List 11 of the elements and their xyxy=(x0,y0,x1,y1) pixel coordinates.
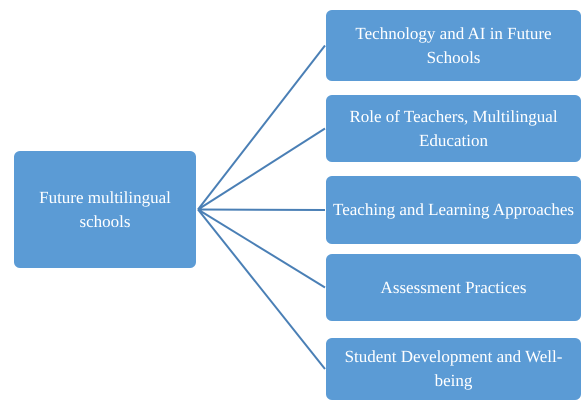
connector-line xyxy=(197,208,326,370)
topic-box: Teaching and Learning Approaches xyxy=(326,176,581,244)
connector-line xyxy=(197,208,326,288)
topic-box: Role of Teachers, Multilingual Education xyxy=(326,95,581,162)
connector-line xyxy=(198,208,325,211)
topic-box: Student Development and Well-being xyxy=(326,338,581,400)
topic-box: Technology and AI in Future Schools xyxy=(326,10,581,81)
topic-box: Future multilingual schools xyxy=(14,151,196,268)
topic-box: Assessment Practices xyxy=(326,254,581,321)
connector-line xyxy=(197,128,326,210)
connector-line xyxy=(197,44,326,210)
